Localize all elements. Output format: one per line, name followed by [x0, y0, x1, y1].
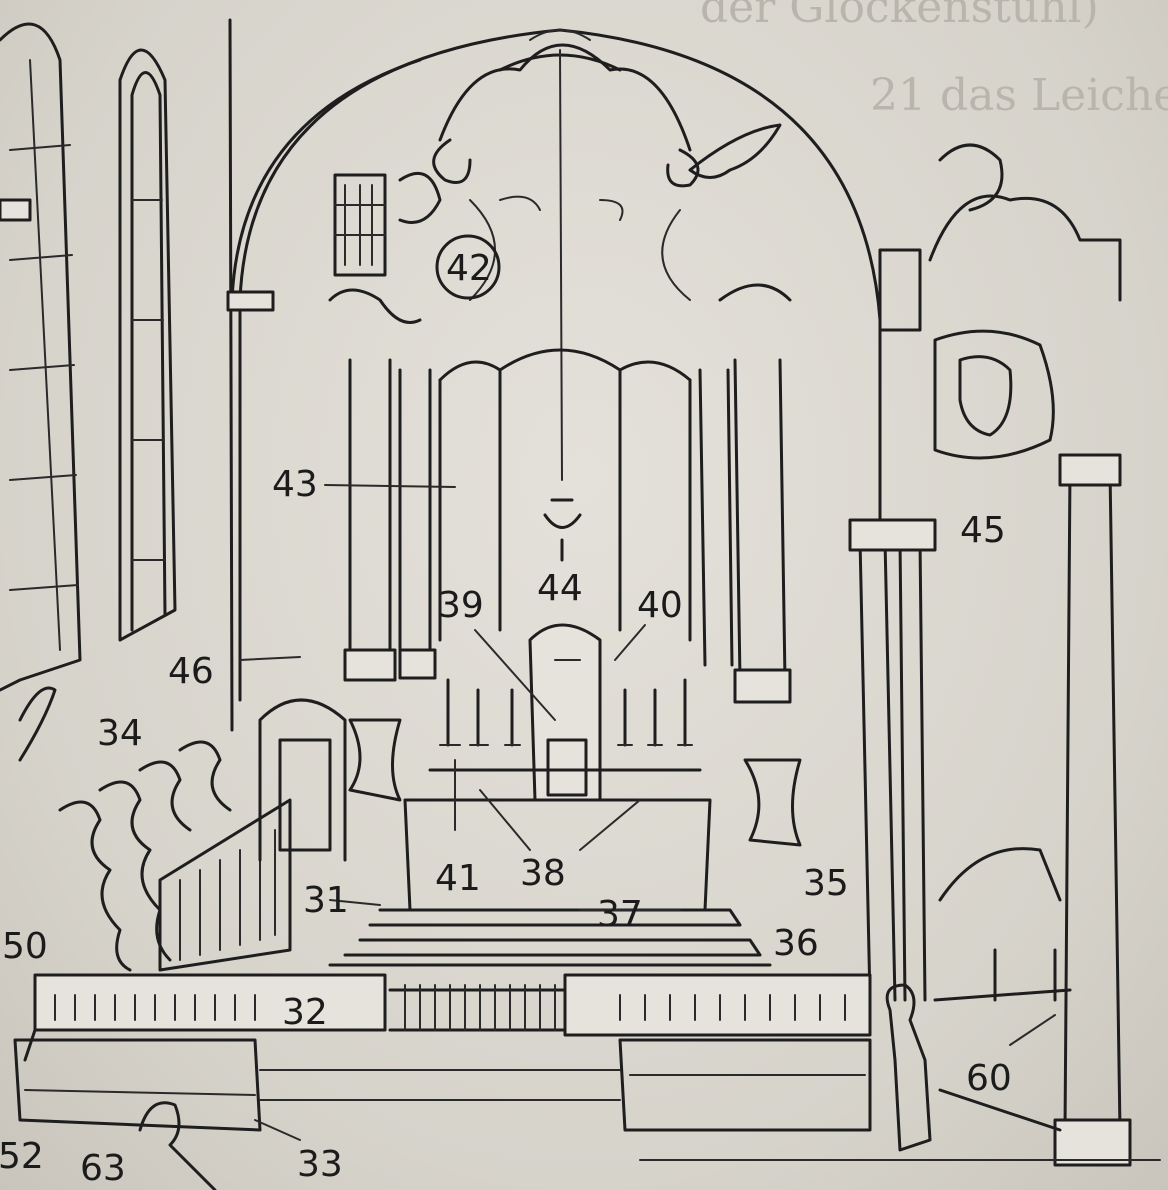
right-large-column: [1053, 453, 1132, 1167]
altar-candles: [439, 678, 693, 747]
choir-stalls-34: [58, 740, 292, 972]
wall-edge-line: [228, 18, 234, 732]
pew-right: [618, 1038, 872, 1132]
tabernacle: [528, 623, 602, 802]
sanctuary-lamp-44: [543, 498, 582, 562]
label-32: 32: [282, 992, 328, 1033]
label-41: 41: [435, 858, 481, 899]
communion-rail-right: [563, 973, 872, 1037]
label-42: 42: [446, 248, 492, 289]
pulpit-45: [878, 143, 1122, 460]
label-40: 40: [637, 585, 683, 626]
right-columns: [698, 283, 802, 847]
side-altar-60: [933, 847, 1072, 1132]
ghost-text-21: 21 das Leichenhaus (die Leichenhalle): [870, 70, 1168, 121]
label-52: 52: [0, 1136, 44, 1177]
label-33: 33: [297, 1144, 343, 1185]
left-statue: [18, 686, 57, 762]
label-50: 50: [2, 926, 48, 967]
side-altar-columns: [848, 518, 937, 1002]
label-43: 43: [272, 464, 318, 505]
label-34: 34: [97, 713, 143, 754]
label-44: 44: [537, 568, 583, 609]
lamp-chain: [559, 49, 563, 481]
altar-steps: [328, 908, 772, 967]
nave-floor-lines: [259, 1069, 1161, 1161]
ghost-text-top: der Glockenstuhl): [700, 0, 1099, 33]
label-60: 60: [966, 1058, 1012, 1099]
label-36: 36: [773, 923, 819, 964]
side-door: [258, 698, 347, 862]
circle-marker-42: [435, 234, 501, 300]
part-labels: 31 32 33 34 35 36 37 38 39 40 41 42 43 4…: [0, 248, 1012, 1189]
altar-angels: [333, 123, 782, 277]
left-window-2: [118, 48, 177, 642]
communion-rail-left-32: [23, 973, 387, 1062]
pew-left: [13, 1038, 262, 1132]
left-columns: [328, 288, 437, 802]
standing-figure: [885, 983, 932, 1152]
label-45: 45: [960, 510, 1006, 551]
leader-lines: [239, 484, 1056, 1141]
label-63: 63: [80, 1148, 126, 1189]
label-31: 31: [303, 880, 349, 921]
label-46: 46: [168, 651, 214, 692]
label-35: 35: [803, 863, 849, 904]
arch-capital: [226, 290, 275, 312]
label-37: 37: [597, 894, 643, 935]
label-38: 38: [520, 853, 566, 894]
seated-figure: [138, 1101, 217, 1190]
left-window-1: [0, 22, 82, 692]
railing-gate: [388, 984, 567, 1032]
altar-panels: [438, 348, 692, 642]
label-39: 39: [438, 585, 484, 626]
